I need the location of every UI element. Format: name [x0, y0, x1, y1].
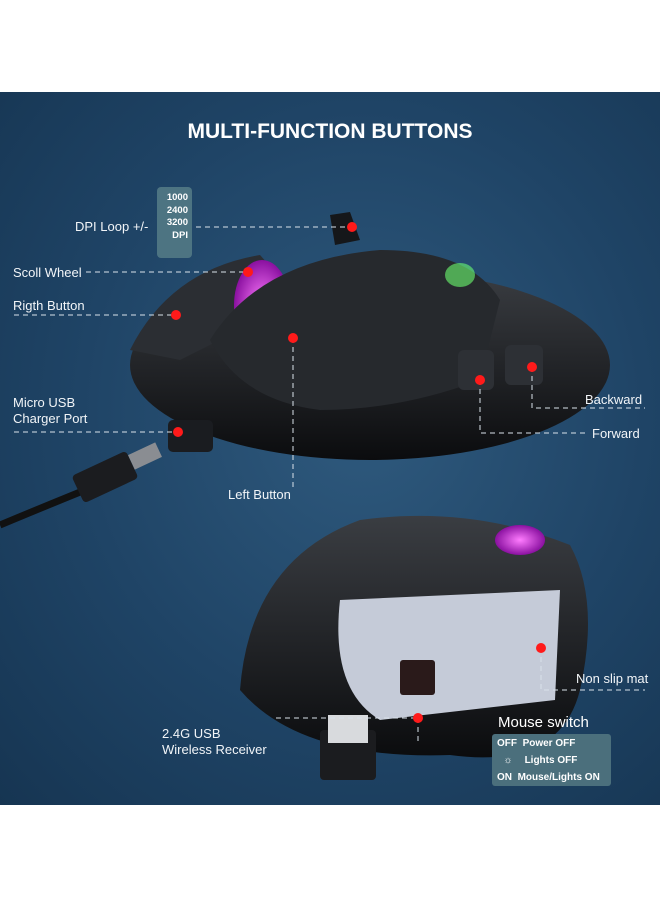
switch-row: ☼ Lights OFF	[497, 752, 606, 769]
dpi-value: 1000	[166, 192, 188, 203]
label-right-button: Rigth Button	[13, 298, 85, 313]
usb-receiver	[320, 715, 376, 780]
label-micro-usb-1: Micro USB	[13, 395, 76, 410]
label-backward: Backward	[585, 392, 643, 407]
dpi-unit: DPI	[172, 229, 188, 241]
dpi-value: 3200	[166, 217, 188, 228]
mouse-switch-title: Mouse switch	[498, 714, 589, 731]
dpi-values-box: 1000 2400 3200 DPI	[157, 187, 192, 258]
callout-markers	[171, 222, 546, 723]
label-left-button: Left Button	[228, 487, 291, 502]
switch-desc: Power OFF	[522, 738, 576, 749]
label-dpi-loop: DPI Loop +/-	[75, 219, 149, 234]
label-receiver-1: 2.4G USB	[162, 726, 221, 741]
label-receiver-2: Wireless Receiver	[162, 742, 267, 757]
sun-off-icon: ☼	[503, 755, 513, 766]
mouse-bottom-view	[240, 515, 588, 780]
switch-desc: Lights OFF	[524, 755, 578, 766]
label-non-slip-mat: Non slip mat	[576, 671, 649, 686]
non-slip-mat	[338, 590, 560, 720]
switch-key: ON	[497, 772, 512, 783]
usb-cable	[0, 442, 162, 529]
label-scroll-wheel: Scoll Wheel	[13, 265, 82, 280]
mouse-switch-box: OFF Power OFF ☼ Lights OFF ON Mouse/Ligh…	[492, 734, 611, 786]
switch-desc: Mouse/Lights ON	[517, 772, 600, 783]
switch-key: OFF	[497, 738, 517, 749]
page-title: MULTI-FUNCTION BUTTONS	[187, 120, 473, 143]
usb-port	[168, 420, 213, 452]
mouse-top-view	[130, 212, 610, 460]
switch-row: OFF Power OFF	[497, 735, 606, 752]
dpi-value: 2400	[166, 204, 188, 216]
label-micro-usb-2: Charger Port	[13, 411, 88, 426]
label-forward: Forward	[592, 426, 640, 441]
switch-row: ON Mouse/Lights ON	[497, 769, 606, 786]
leader-lines	[14, 226, 645, 745]
